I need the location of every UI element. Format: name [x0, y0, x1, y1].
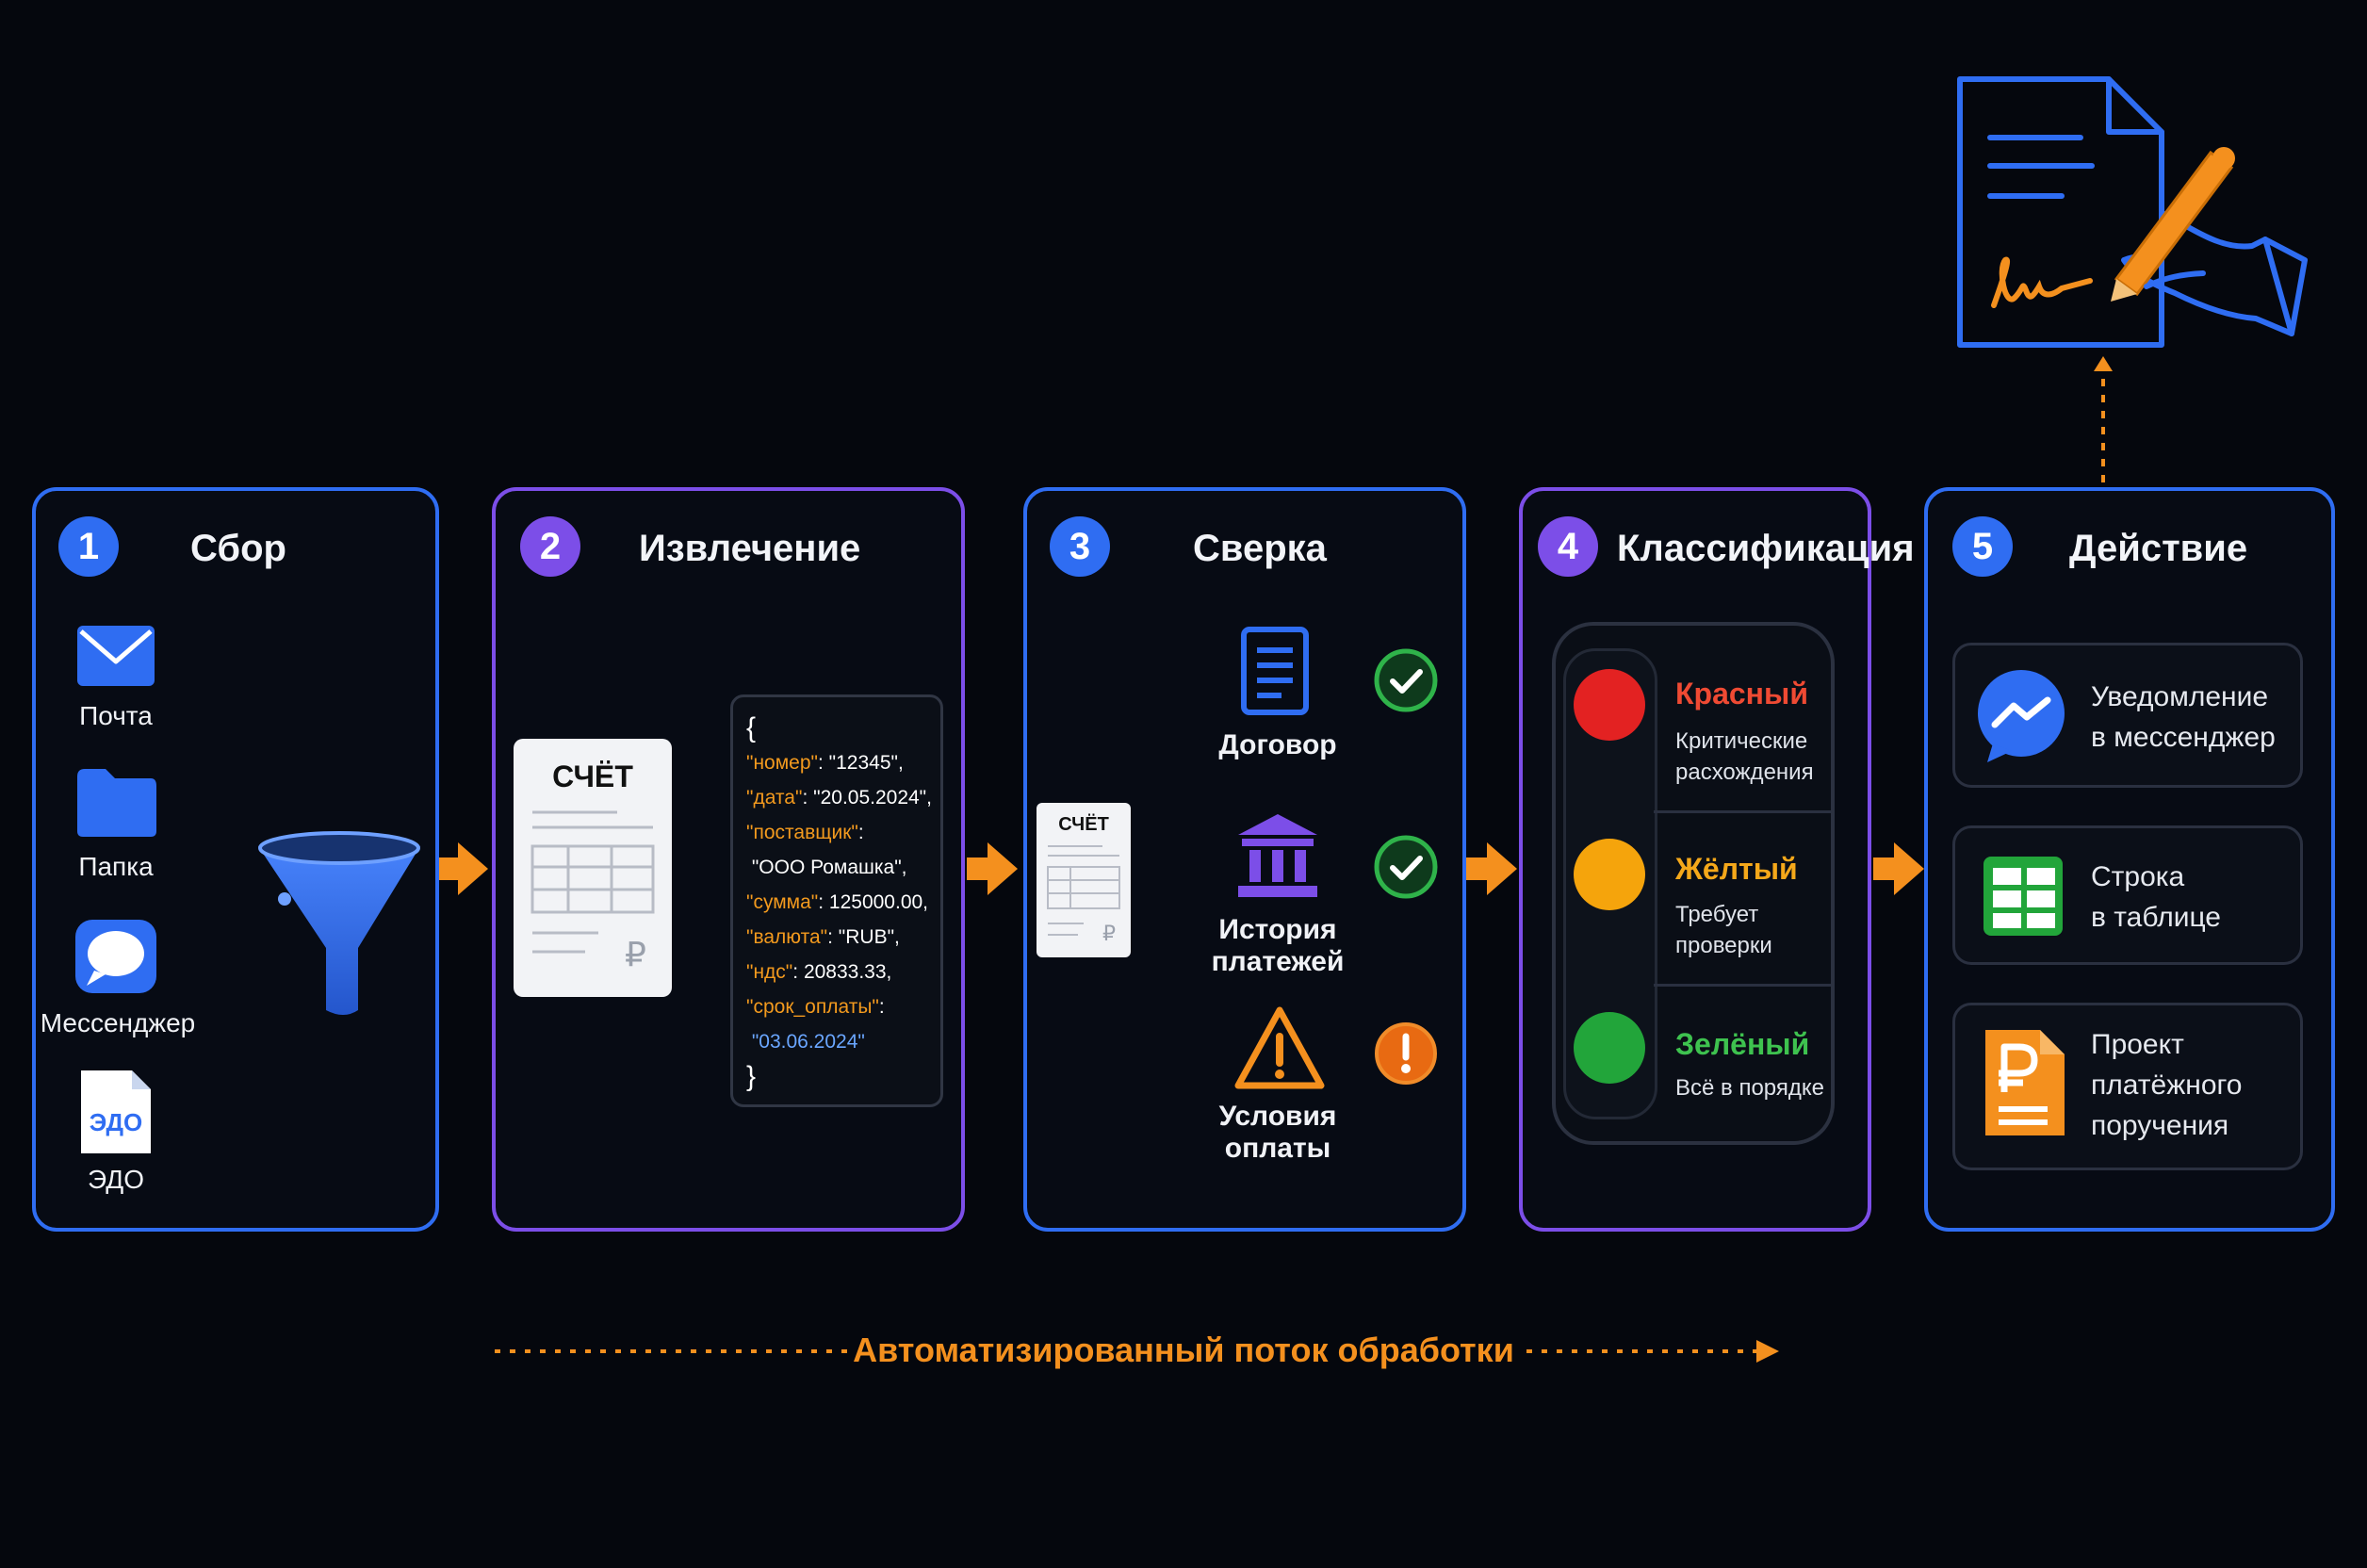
stage-2-title: Извлечение [639, 528, 861, 569]
flow-label: Автоматизированный поток обработки [853, 1331, 1514, 1369]
stage-1-title: Сбор [190, 528, 286, 569]
invoice-mini-currency: ₽ [1102, 922, 1116, 945]
source-label-messenger: Мессенджер [40, 1008, 196, 1037]
invoice-title: СЧЁТ [552, 760, 633, 793]
document-signing-icon [1957, 76, 2308, 348]
json-field: "срок_оплаты": [746, 996, 885, 1018]
mail-icon[interactable] [73, 622, 158, 690]
warning-icon [1234, 1006, 1325, 1089]
invoice-mini-document: СЧЁТ ₽ [1037, 803, 1131, 957]
payment-order-icon [1985, 1030, 2065, 1135]
json-field: "сумма": 125000.00, [746, 891, 929, 913]
light-green [1574, 1012, 1645, 1084]
bank-icon [1238, 814, 1317, 897]
invoice-mini-lines [1047, 845, 1120, 936]
divider [1654, 810, 1831, 813]
edo-file-icon[interactable]: ЭДО [77, 1067, 155, 1157]
class-yellow-title: Жёлтый [1675, 852, 1798, 886]
funnel-icon [258, 831, 420, 1015]
spreadsheet-icon [1983, 857, 2063, 936]
stage-2-badge: 2 [520, 516, 580, 577]
invoice-document: СЧЁТ ₽ [514, 739, 672, 997]
json-field: "поставщик": [746, 822, 864, 843]
json-field: "валюта": "RUB", [746, 926, 900, 948]
invoice-currency: ₽ [625, 935, 646, 973]
json-field-cont: "ООО Ромашка", [751, 857, 907, 878]
json-field: "номер": "12345", [746, 752, 904, 774]
check-icon [1374, 648, 1438, 712]
contract-icon [1241, 627, 1309, 715]
flow-arrowhead [1756, 1340, 1779, 1363]
light-yellow [1574, 839, 1645, 910]
divider [1654, 984, 1831, 987]
stage-3-title: Сверка [1193, 528, 1327, 569]
extracted-json-box: { "номер": "12345", "дата": "20.05.2024"… [730, 694, 943, 1107]
stage-5-title: Действие [2069, 528, 2248, 569]
light-red [1574, 669, 1645, 741]
json-field: "ндс": 20833.33, [746, 961, 892, 983]
stage-3-badge: 3 [1050, 516, 1110, 577]
stage-arrows [437, 842, 1924, 895]
stage-5-badge: 5 [1952, 516, 2013, 577]
stage-4-title: Классификация [1617, 528, 1915, 569]
folder-icon[interactable] [73, 763, 160, 839]
exclamation-icon [1375, 1022, 1437, 1085]
check-label-contract: Договор [1218, 729, 1337, 760]
edo-icon-text: ЭДО [89, 1108, 143, 1136]
json-close-brace: } [746, 1061, 757, 1092]
source-label-edo: ЭДО [88, 1165, 144, 1194]
json-field-cont: "03.06.2024" [751, 1031, 865, 1053]
class-red-title: Красный [1675, 677, 1808, 710]
stage-1-badge: 1 [58, 516, 119, 577]
signature-link-arrowhead [2094, 356, 2113, 371]
class-green-desc: Всё в порядке [1675, 1075, 1824, 1101]
invoice-table-lines [531, 810, 655, 954]
check-icon [1374, 835, 1438, 899]
source-label-folder: Папка [78, 852, 154, 881]
class-green-title: Зелёный [1675, 1027, 1810, 1061]
source-label-mail: Почта [79, 701, 153, 730]
messenger-icon [1978, 670, 2065, 762]
json-field: "дата": "20.05.2024", [746, 787, 932, 808]
json-open-brace: { [746, 712, 757, 743]
chat-icon[interactable] [73, 918, 160, 1003]
stage-4-badge: 4 [1538, 516, 1598, 577]
invoice-mini-title: СЧЁТ [1058, 814, 1109, 835]
